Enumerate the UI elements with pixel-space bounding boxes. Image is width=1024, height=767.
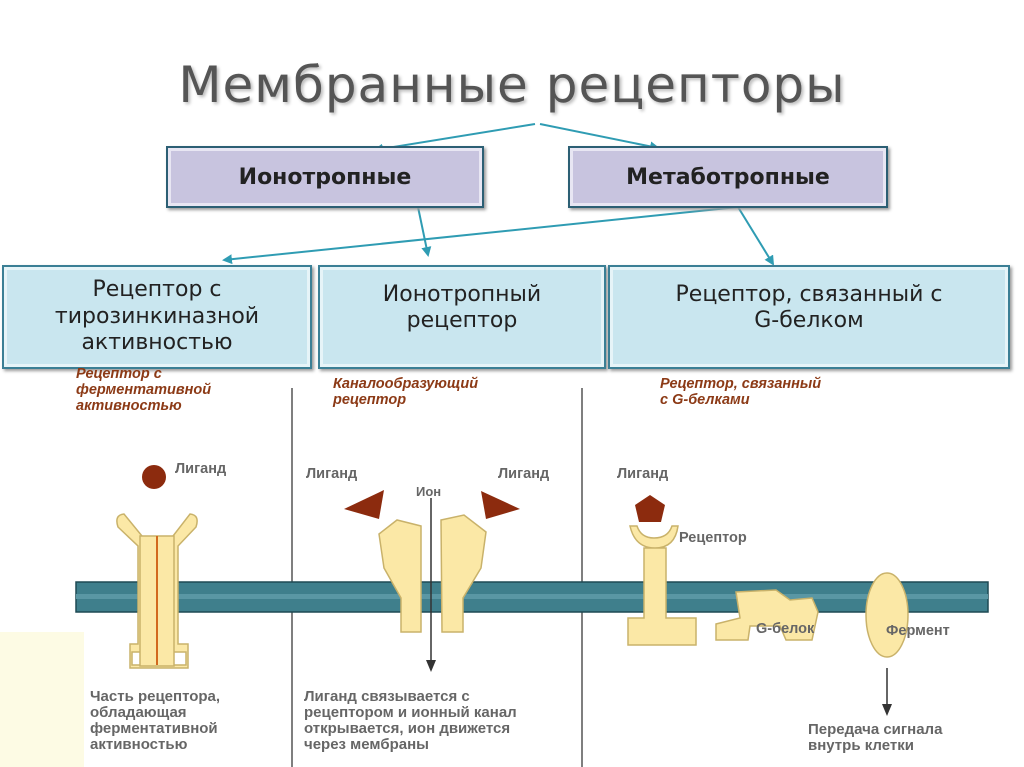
g-protein-label: G-белок — [756, 621, 815, 637]
arrow-metabotropic-to-kinase — [222, 206, 739, 265]
type-box-g-protein: Рецептор, связанный с G-белком — [608, 265, 1010, 369]
ionotropic-receptor-line-1: Ионотропный — [382, 281, 542, 307]
receptor-label: Рецептор — [679, 530, 747, 546]
category-metabotropic: Метаботропные — [568, 146, 888, 208]
middle-panel-heading: Каналообразующий рецептор — [333, 376, 479, 408]
arrow-title-to-metabotropic — [539, 123, 660, 152]
ligand-triangle-right — [481, 491, 520, 519]
left-panel-heading: Рецептор с ферментативной активностью — [76, 366, 212, 414]
left-lower-highlight — [0, 632, 84, 767]
slide-title: Мембранные рецепторы — [178, 56, 846, 114]
right-caption: Передача сигнала внутрь клетки — [808, 721, 943, 754]
middle-caption: Лиганд связывается с рецептором и ионный… — [304, 688, 517, 753]
channel-right-subunit — [440, 514, 487, 633]
ligand-triangle-left — [344, 490, 384, 519]
enzyme-receptor-shape — [116, 513, 198, 669]
ligand-ball-left — [142, 465, 166, 489]
right-panel-heading: Рецептор, связанный с G-белками — [660, 376, 822, 408]
middle-ligand-left-label: Лиганд — [306, 466, 358, 482]
tyrosine-kinase-line-1: Рецептор с — [92, 277, 222, 303]
type-box-tyrosine-kinase: Рецептор с тирозинкиназной активностью — [2, 265, 312, 369]
tyrosine-kinase-line-3: активностью — [81, 330, 233, 356]
left-caption: Часть рецептора, обладающая ферментативн… — [90, 688, 221, 753]
category-metabotropic-label: Метаботропные — [626, 164, 830, 190]
enzyme-shape — [865, 572, 909, 658]
ion-label: Ион — [416, 484, 442, 499]
middle-ligand-right-label: Лиганд — [498, 466, 550, 482]
g-protein-line-1: Рецептор, связанный с — [675, 281, 943, 307]
ligand-pentagon — [635, 495, 665, 522]
g-protein-line-2: G-белком — [754, 308, 864, 333]
ionotropic-receptor-line-2: рецептор — [406, 308, 518, 333]
category-ionotropic-label: Ионотропные — [238, 164, 412, 190]
gpcr-receptor-shape — [627, 525, 697, 646]
arrow-ionotropic-to-channel — [417, 206, 432, 257]
type-box-ionotropic-receptor: Ионотропный рецептор — [318, 265, 606, 369]
channel-left-subunit — [378, 519, 422, 633]
arrow-metabotropic-to-gprotein — [737, 206, 775, 266]
g-protein-complex — [715, 589, 819, 641]
left-ligand-label: Лиганд — [175, 461, 227, 477]
tyrosine-kinase-line-2: тирозинкиназной — [54, 303, 260, 329]
enzyme-label: Фермент — [886, 623, 950, 639]
category-ionotropic: Ионотропные — [166, 146, 484, 208]
right-ligand-label: Лиганд — [617, 466, 669, 482]
arrow-title-to-ionotropic — [373, 123, 536, 154]
